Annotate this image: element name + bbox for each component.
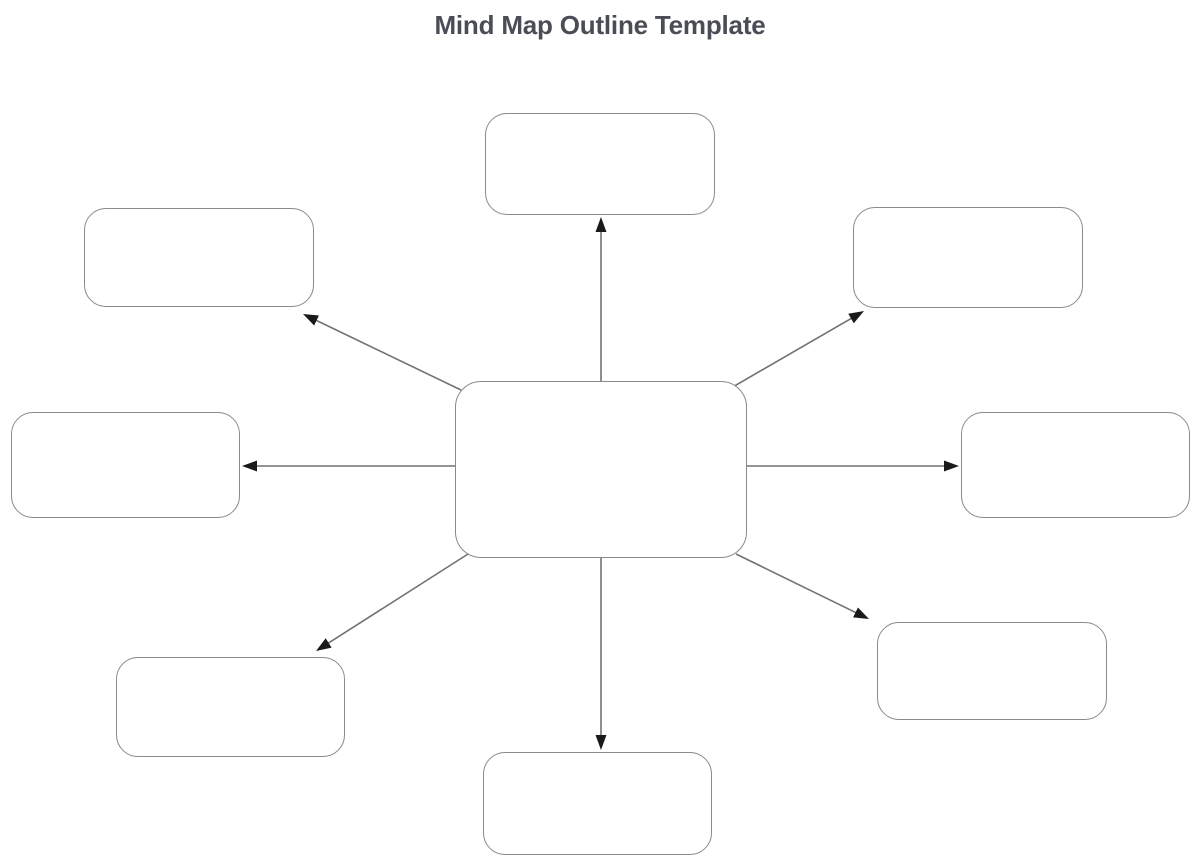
branch-node-top-right[interactable] xyxy=(853,207,1083,308)
branch-node-top-left[interactable] xyxy=(84,208,314,307)
branch-node-top[interactable] xyxy=(485,113,715,215)
branch-node-bottom[interactable] xyxy=(483,752,712,855)
connector-top-left xyxy=(303,314,462,391)
connector-top-right xyxy=(730,311,864,389)
page-title: Mind Map Outline Template xyxy=(434,10,766,40)
branch-node-bottom-right[interactable] xyxy=(877,622,1107,720)
arrowhead xyxy=(944,460,959,472)
connector-left xyxy=(242,460,455,472)
arrowhead xyxy=(316,638,332,651)
branch-node-left[interactable] xyxy=(11,412,240,518)
arrowhead xyxy=(853,607,869,619)
arrowhead xyxy=(242,460,257,472)
connector-right xyxy=(747,460,959,472)
center-node[interactable] xyxy=(455,381,747,558)
arrowhead xyxy=(595,217,607,232)
arrowhead xyxy=(303,314,319,326)
connector-top xyxy=(595,217,607,381)
connector-bottom-right xyxy=(735,553,869,619)
branch-node-right[interactable] xyxy=(961,412,1190,518)
arrowhead xyxy=(848,311,864,324)
connector-bottom-left xyxy=(316,553,469,651)
branch-node-bottom-left[interactable] xyxy=(116,657,345,757)
arrowhead xyxy=(595,735,607,750)
connector-bottom xyxy=(595,558,607,750)
